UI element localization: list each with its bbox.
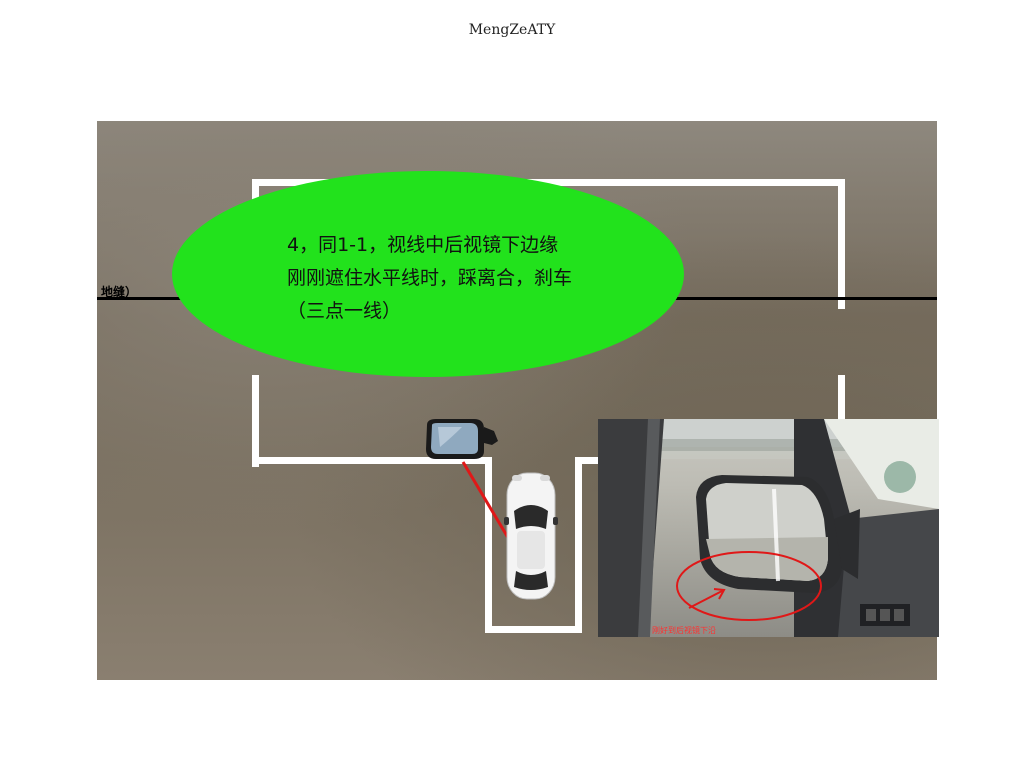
instruction-line: （三点一线） [287, 300, 402, 322]
bay-left-line-lower [252, 375, 259, 467]
garage-bottom-line [485, 626, 582, 633]
garage-right-line [575, 457, 582, 633]
photo-caption: 刚好到后视镜下沿 [652, 626, 716, 635]
pointer-line [461, 461, 512, 542]
road-right-edge-line [575, 457, 605, 464]
page-title: MengZeATY [468, 22, 556, 38]
garage-left-line [485, 457, 492, 633]
bay-right-line-upper [838, 179, 845, 309]
instruction-line: 刚刚遮住水平线时，踩离合，刹车 [287, 267, 573, 289]
road-left-edge-line [252, 457, 488, 464]
mirror-view-photo: 刚好到后视镜下沿 [598, 419, 939, 637]
bay-right-line-lower [838, 375, 845, 421]
parking-diagram: 地缝） 4，同1-1，视线中后视镜下边缘 刚刚遮住水平线时，踩离合，刹车 （三点… [97, 121, 937, 680]
instruction-text: 4，同1-1，视线中后视镜下边缘 刚刚遮住水平线时，踩离合，刹车 （三点一线） [287, 229, 607, 328]
instruction-bubble [172, 171, 684, 377]
side-mirror-icon [426, 419, 498, 459]
car-icon [504, 472, 558, 600]
instruction-line: 4，同1-1，视线中后视镜下边缘 [287, 234, 559, 256]
mirror-view-illustration [598, 419, 939, 637]
ground-seam-label: 地缝） [101, 285, 138, 299]
